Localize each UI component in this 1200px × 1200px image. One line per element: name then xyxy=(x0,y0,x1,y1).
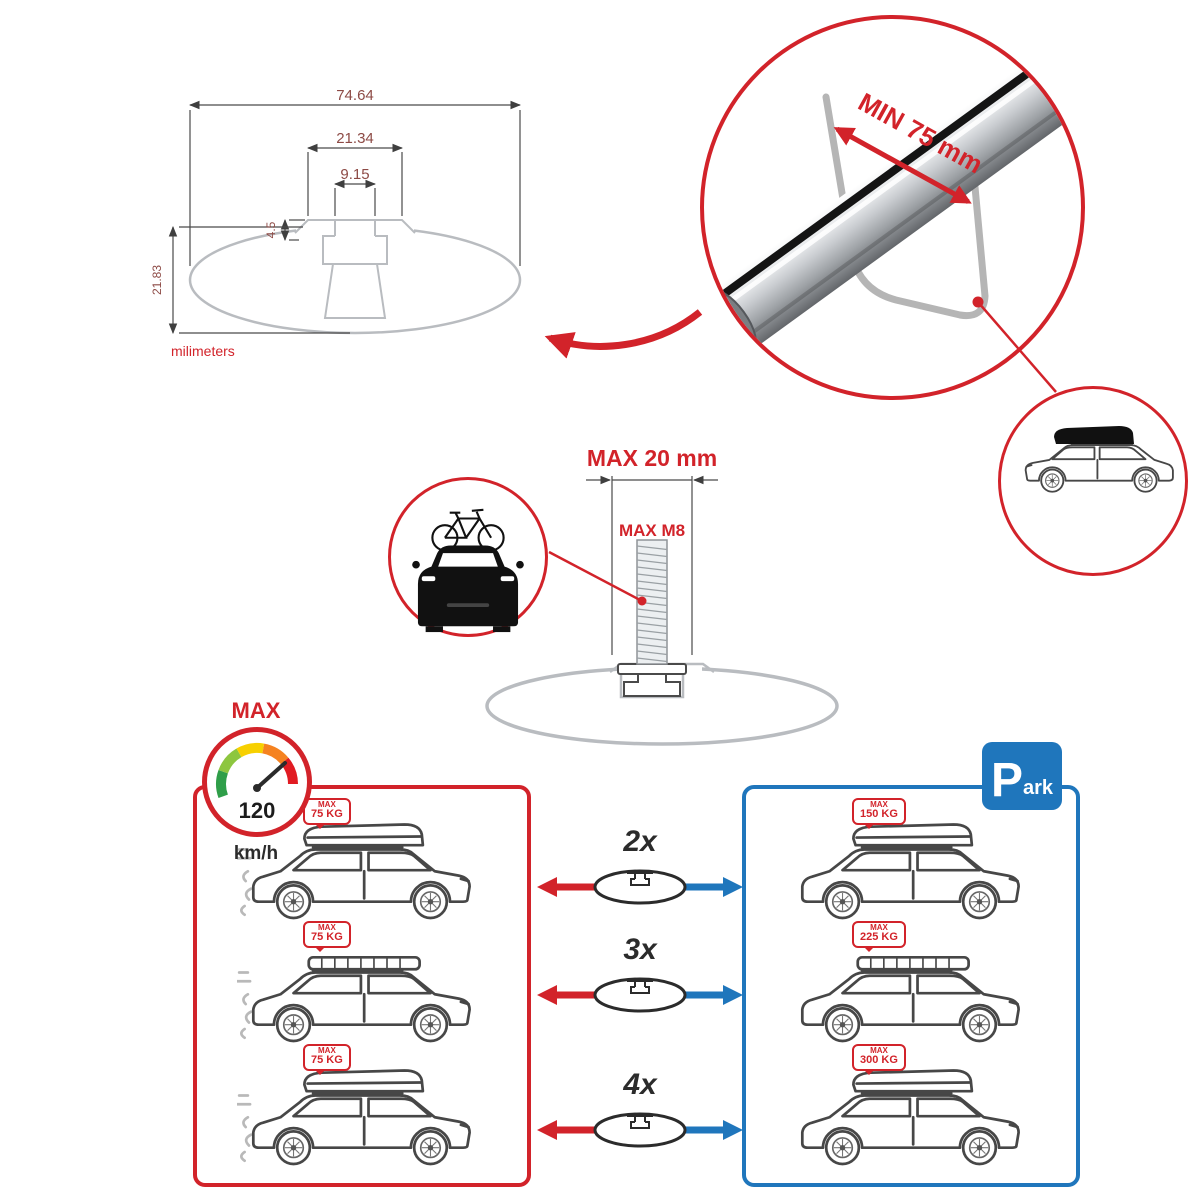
suv-side-icon xyxy=(1024,426,1174,493)
crossbar-section-icon xyxy=(593,1112,687,1148)
driving-load-panel: MAX 75 KG MAX 75 KG MAX 75 KG xyxy=(193,785,531,1187)
max-load-tag: MAX 75 KG xyxy=(303,1044,351,1075)
speedometer-icon: 120 xyxy=(202,727,312,837)
car-front-icon xyxy=(412,545,524,633)
speed-units-label: km/h xyxy=(233,843,279,864)
tag-label: MAX xyxy=(870,800,888,809)
min-span-arrow xyxy=(833,126,972,204)
roof-box-icon xyxy=(1054,426,1134,444)
tag-value: 300 KG xyxy=(860,1054,898,1067)
dimension-lines xyxy=(168,100,522,335)
park-sign: P ark xyxy=(982,742,1062,810)
suv-roofbox-circle xyxy=(998,386,1188,576)
driving-car-row: MAX 75 KG xyxy=(237,1044,487,1174)
suv-roofbox-illustration xyxy=(237,1069,471,1166)
speed-max-label: MAX xyxy=(231,698,281,723)
max-length-label: MAX 20 mm xyxy=(587,445,717,471)
bike-on-car-circle xyxy=(388,477,548,637)
dim-step-height: 4.5 xyxy=(264,221,278,238)
dim-channel-outer: 21.34 xyxy=(336,130,374,147)
max-load-tag: MAX 300 KG xyxy=(852,1044,906,1075)
speedometer-needle xyxy=(255,761,287,790)
bolt-illustration xyxy=(617,539,687,697)
tag-label: MAX xyxy=(318,1046,336,1055)
multiplier-label: 2x xyxy=(622,825,658,858)
crossbar-section-icon xyxy=(593,869,687,905)
max-thread-label: MAX M8 xyxy=(619,521,685,540)
crossbar-detail-circle: MIN 75 mm xyxy=(700,15,1085,400)
max-load-tag: MAX 225 KG xyxy=(852,921,906,952)
tag-value: 150 KG xyxy=(860,808,898,821)
driving-car-row: MAX 75 KG xyxy=(237,921,487,1051)
park-sign-initial: P xyxy=(990,754,1023,808)
parked-car-row: MAX 225 KG xyxy=(786,921,1036,1051)
multiplier-row: 4x xyxy=(537,1068,743,1148)
aluminum-crossbar xyxy=(704,29,1081,359)
curved-arrow-icon xyxy=(544,309,703,359)
parked-car-row: MAX 150 KG xyxy=(786,798,1036,928)
crossbar-profile-drawing: 74.64 21.34 9.15 4.5 21.83 milimeters xyxy=(150,87,522,359)
bolt-diagram: MAX 20 mm MAX M8 xyxy=(485,445,839,746)
tag-label: MAX xyxy=(318,923,336,932)
car-with-bike-icon xyxy=(412,508,524,633)
suv-roofrack-illustration xyxy=(237,955,471,1043)
crossbar-photo: MIN 75 mm xyxy=(704,29,1081,359)
park-sign-rest: ark xyxy=(1022,777,1054,799)
units-label: milimeters xyxy=(171,343,235,359)
max-load-tag: MAX 150 KG xyxy=(852,798,906,829)
suv-roofbox-illustration xyxy=(800,823,1020,920)
multiplier-row: 2x xyxy=(537,825,743,905)
tag-value: 225 KG xyxy=(860,931,898,944)
dim-total-width: 74.64 xyxy=(336,87,374,104)
driving-car-row: MAX 75 KG xyxy=(237,798,487,928)
tag-value: 75 KG xyxy=(311,1054,343,1067)
multiplier-row: 3x xyxy=(537,933,743,1013)
crossbar-section-icon xyxy=(593,977,687,1013)
suv-roofbox-illustration xyxy=(800,1069,1020,1166)
parked-load-panel: MAX 150 KG MAX 225 KG MAX 300 KG xyxy=(742,785,1080,1187)
suv-roofrack-illustration xyxy=(800,955,1020,1043)
speed-value: 120 xyxy=(239,798,276,823)
tag-value: 75 KG xyxy=(311,808,343,821)
multiplier-label: 3x xyxy=(623,933,658,966)
parked-car-row: MAX 300 KG xyxy=(786,1044,1036,1174)
tag-label: MAX xyxy=(870,923,888,932)
multiplier-label: 4x xyxy=(622,1068,658,1101)
dim-total-height: 21.83 xyxy=(150,265,164,295)
max-load-tag: MAX 75 KG xyxy=(303,798,351,829)
dim-slot-inner: 9.15 xyxy=(340,166,369,183)
tag-label: MAX xyxy=(870,1046,888,1055)
tag-value: 75 KG xyxy=(311,931,343,944)
tag-label: MAX xyxy=(318,800,336,809)
max-load-tag: MAX 75 KG xyxy=(303,921,351,952)
